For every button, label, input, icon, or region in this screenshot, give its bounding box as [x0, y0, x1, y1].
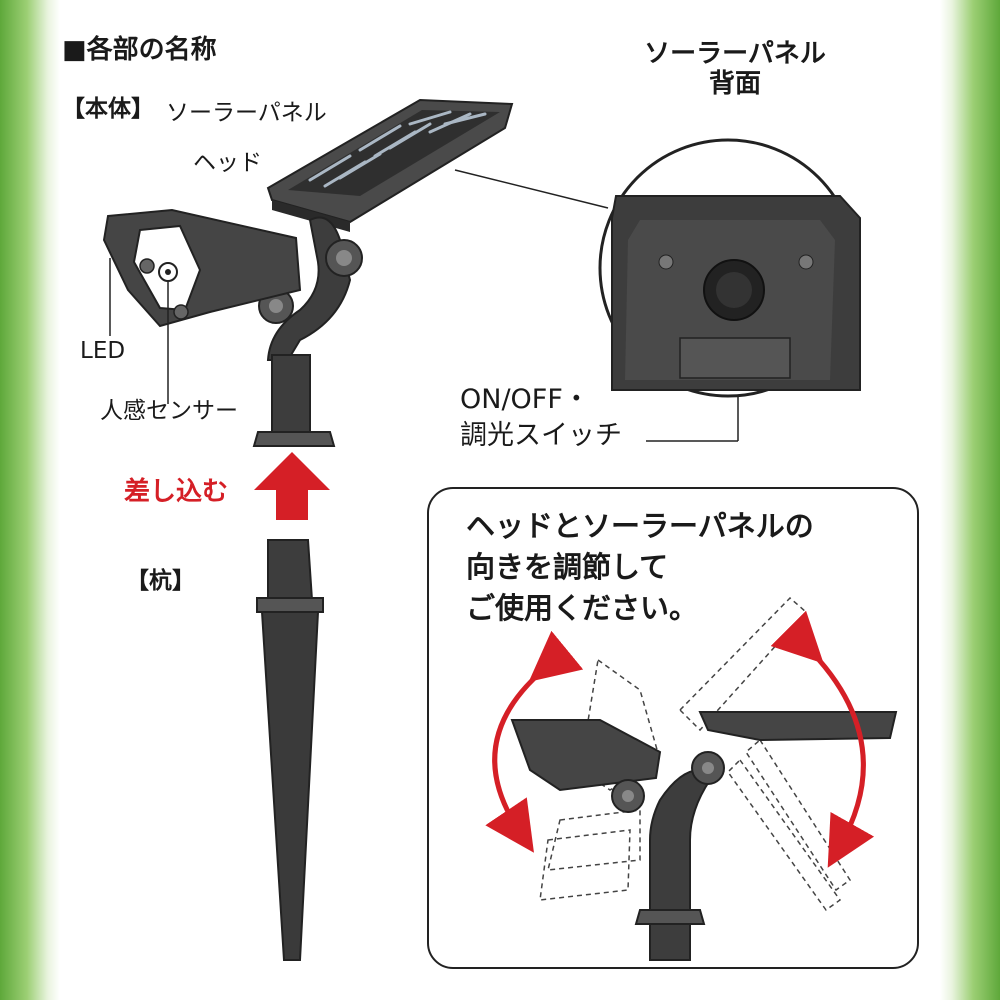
switch-label-line1: ON/OFF・ — [460, 384, 590, 415]
body-section-title: 【本体】 — [62, 96, 154, 122]
insert-arrow-icon — [254, 452, 330, 520]
head-label: ヘッド — [193, 150, 262, 176]
stake-section-title: 【杭】 — [126, 568, 195, 594]
light-head — [102, 208, 302, 328]
panel-rotate-arrow-icon — [770, 610, 875, 868]
left-green-border — [0, 0, 60, 1000]
adjustment-illustration — [485, 596, 898, 961]
panel-back-title-line1: ソーラーパネル — [644, 39, 826, 69]
panel-back-title-line2: 背面 — [708, 68, 761, 99]
panel-back-title: ソーラーパネル 背面 — [620, 39, 850, 100]
panel-back-detail — [598, 138, 861, 398]
switch-label: ON/OFF・ 調光スイッチ — [460, 382, 622, 455]
note-line3: ご使用ください。 — [466, 591, 699, 626]
note-line1: ヘッドとソーラーパネルの — [466, 509, 814, 543]
right-green-border — [940, 0, 1000, 1000]
motion-sensor-label: 人感センサー — [100, 398, 238, 424]
note-line2: 向きを調節して — [466, 550, 669, 585]
led-label: LED — [80, 338, 126, 364]
solar-panel-label: ソーラーパネル — [166, 100, 327, 126]
section-heading: ■各部の名称 — [62, 35, 217, 65]
stake — [256, 539, 324, 961]
head-rotate-arrow-icon — [485, 630, 584, 853]
post-base — [252, 354, 336, 447]
switch-label-line2: 調光スイッチ — [460, 420, 622, 452]
insert-label: 差し込む — [124, 477, 229, 507]
adjustment-note: ヘッドとソーラーパネルの 向きを調節して ご使用ください。 — [466, 506, 814, 630]
